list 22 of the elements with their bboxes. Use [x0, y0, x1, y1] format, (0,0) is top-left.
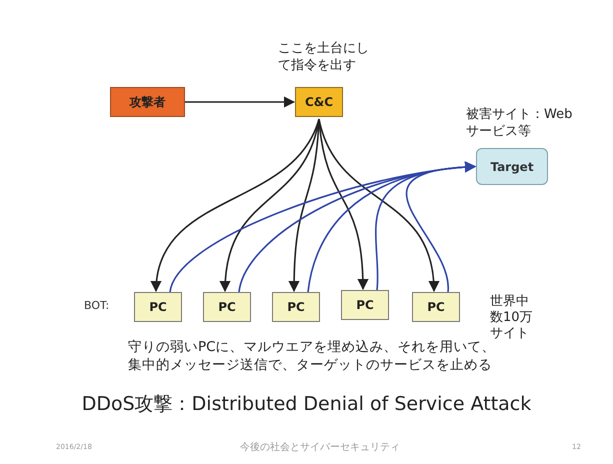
- arrow: [288, 118, 320, 292]
- arrow: [185, 96, 296, 108]
- pc-box: PC: [272, 292, 320, 322]
- arrow: [318, 118, 368, 290]
- annotation-text: ここを土台にして指令を出す: [278, 40, 370, 74]
- row-label: BOT:: [84, 298, 110, 314]
- scale-note: 世界中数10万サイト: [490, 294, 534, 342]
- slide-title: DDoS攻撃：Distributed Denial of Service Attack: [80, 392, 532, 417]
- pc-box: PC: [134, 292, 182, 322]
- pc-box: PC: [341, 290, 389, 320]
- arrow: [152, 118, 320, 292]
- target-box: Target: [476, 148, 548, 185]
- arrow: [406, 162, 476, 292]
- pc-box: PC: [203, 292, 251, 322]
- footer-title: 今後の社会とサイバーセキュリティ: [240, 440, 400, 455]
- arrow: [220, 118, 320, 292]
- attacker-box: 攻撃者: [110, 87, 185, 117]
- description-text: 守りの弱いPCに、マルウエアを埋め込み、それを用いて、集中的メッセージ送信で、ターゲットのサービスを止める: [128, 339, 497, 374]
- annotation-text: 被害サイト：Webサービス等: [466, 106, 574, 140]
- server-box: C&C: [295, 87, 343, 117]
- arrow: [318, 118, 439, 292]
- pc-box: PC: [412, 292, 460, 322]
